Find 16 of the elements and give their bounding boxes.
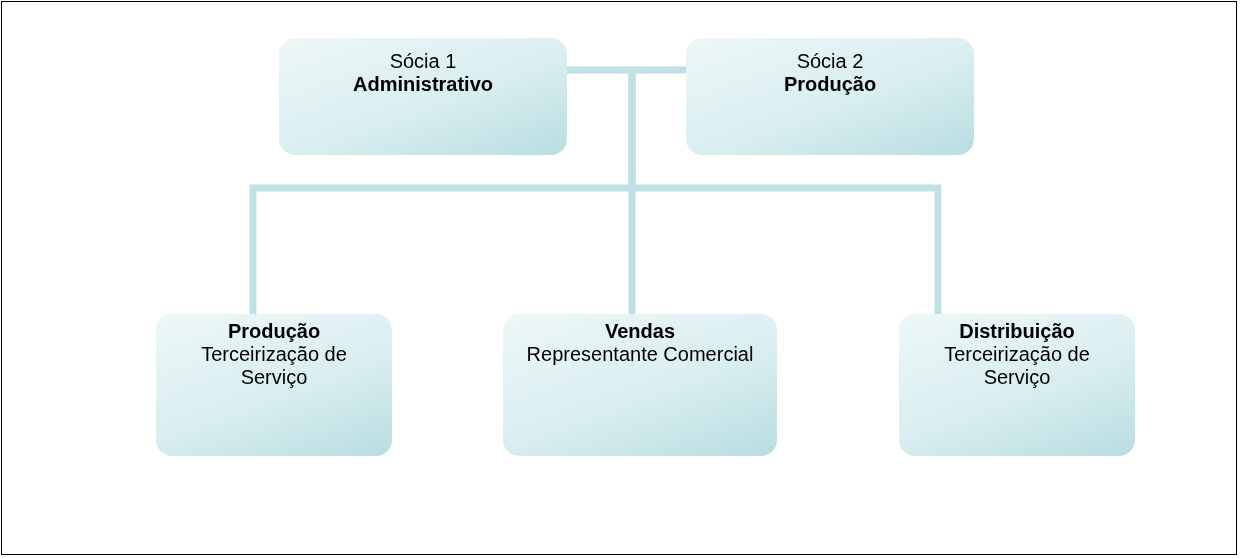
box-text: Representante Comercial [526, 343, 754, 366]
org-box [686, 38, 974, 155]
box-heading: Distribuição [959, 320, 1075, 343]
box-text: Terceirização de Serviço [200, 343, 348, 389]
box-heading: Sócia 1 [389, 50, 457, 73]
box-heading: Vendas [604, 320, 675, 343]
box-text: Terceirização de Serviço [943, 343, 1091, 389]
org-box [156, 314, 392, 456]
box-text: Produção [783, 73, 877, 96]
org-box [899, 314, 1135, 456]
box-heading: Sócia 2 [796, 50, 864, 73]
org-box [279, 38, 567, 155]
box-heading: Produção [227, 320, 321, 343]
box-text: Administrativo [353, 73, 493, 96]
connector-line [567, 66, 686, 74]
org-box [503, 314, 777, 456]
